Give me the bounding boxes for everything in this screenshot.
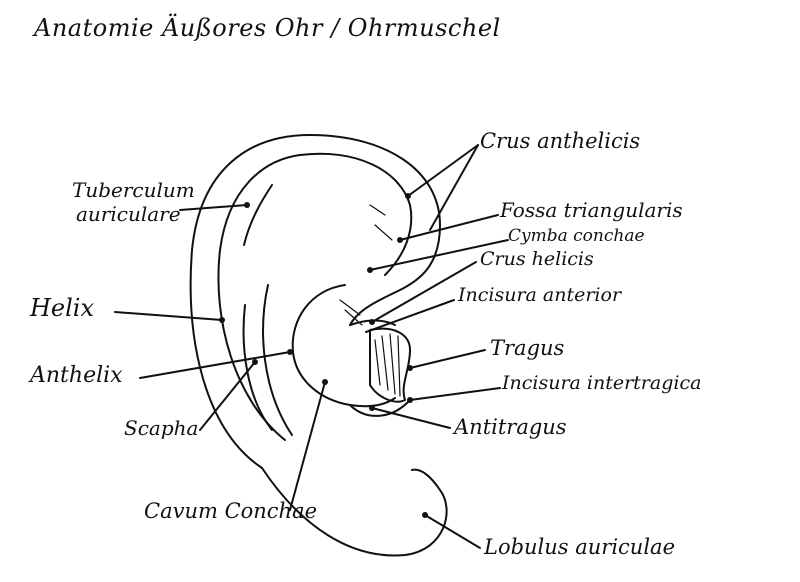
leader-incisura-intertragica (409, 387, 501, 401)
tubercle-mark (243, 184, 273, 246)
leader-tuberculum (179, 204, 248, 211)
leader-cavum-conchae (289, 381, 326, 511)
leader-lobulus (424, 514, 481, 549)
leader-antitragus (371, 407, 451, 429)
label-cymba-conchae: Cymba conchae (508, 226, 645, 246)
label-incisura-anterior: Incisura anterior (458, 284, 622, 306)
label-helix: Helix (30, 294, 95, 322)
helix-inner-rim (217, 152, 413, 441)
label-tuberculum-line1: Tuberculum (72, 178, 195, 202)
tragus-outline (369, 327, 411, 403)
scapha-line (242, 304, 273, 431)
label-tragus: Tragus (490, 336, 565, 360)
label-scapha: Scapha (124, 416, 199, 440)
lobule-outline (261, 467, 448, 557)
antitragus-outline (349, 401, 409, 417)
label-crus-anthelicis: Crus anthelicis (480, 129, 641, 153)
label-tuberculum-line2: auriculare (76, 202, 181, 226)
crura-hatching (339, 204, 393, 326)
tragus-shading (374, 333, 401, 397)
label-crus-helicis: Crus helicis (480, 248, 594, 270)
leader-anthelix (139, 351, 291, 379)
label-cavum-conchae: Cavum Conchae (144, 499, 318, 523)
helix-outline (189, 134, 441, 469)
leader-lines (114, 144, 509, 549)
leader-scapha (199, 361, 256, 431)
leader-crus-anthelicis-2 (429, 144, 479, 231)
label-fossa-triangularis: Fossa triangularis (500, 198, 683, 222)
leader-cymba-conchae (369, 239, 509, 271)
leader-fossa-triangularis (399, 214, 499, 241)
label-incisura-intertragica: Incisura intertragica (502, 372, 702, 394)
leader-helix (114, 311, 223, 321)
leader-incisura-anterior (365, 299, 455, 333)
label-lobulus-auriculae: Lobulus auriculae (484, 535, 675, 559)
leader-crus-helicis (371, 261, 477, 323)
leader-crus-anthelicis-1 (407, 144, 479, 197)
leader-dots (219, 193, 428, 518)
anthelix-line (262, 284, 293, 436)
label-antitragus: Antitragus (454, 415, 567, 439)
leader-tragus (409, 349, 486, 369)
label-anthelix: Anthelix (30, 363, 123, 388)
diagram-title: Anatomie Äußores Ohr / Ohrmuschel (34, 14, 501, 42)
